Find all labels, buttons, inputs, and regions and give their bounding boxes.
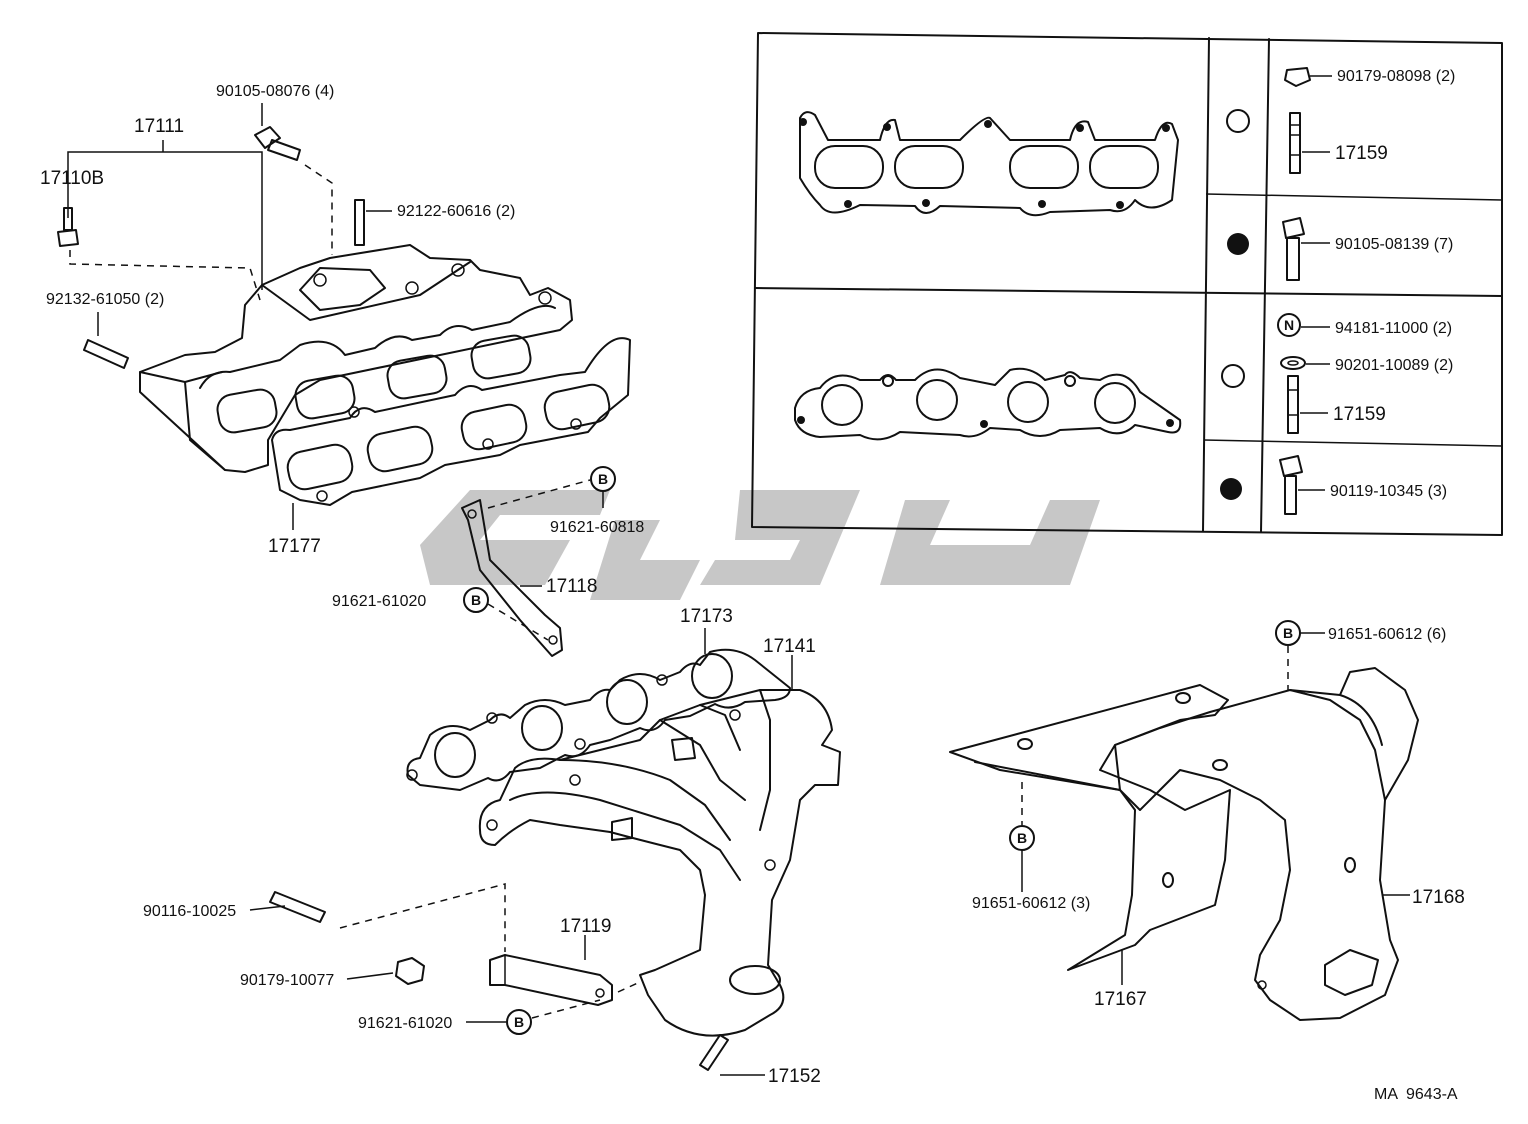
exhaust-gasket-drawing <box>794 367 1182 441</box>
exhaust-manifold-body <box>478 689 841 1037</box>
label-90105-08076: 90105-08076 (4) <box>216 83 334 100</box>
b-marker-text-2: B <box>471 592 481 608</box>
label-17118: 17118 <box>546 576 597 597</box>
stud-icon <box>1289 112 1301 174</box>
gasket-17177-drawing <box>271 337 631 506</box>
intake-gasket-drawing <box>799 111 1179 217</box>
b-marker-text-3: B <box>514 1014 524 1030</box>
marker-open-circle-1 <box>1226 109 1250 133</box>
bolt-icon-2 <box>1279 455 1303 515</box>
marker-filled-circle-2 <box>1220 478 1242 500</box>
bolt-90105-08076-icon <box>254 126 301 161</box>
legend-row-6-part: 90119-10345 (3) <box>1330 483 1447 500</box>
label-17111: 17111 <box>134 116 184 137</box>
b-marker-text-5: B <box>1017 830 1027 846</box>
insulator-17168-drawing <box>1114 667 1419 1021</box>
label-91621-61020-a: 91621-61020 <box>332 593 426 610</box>
stud-92132-61050-icon <box>83 339 129 369</box>
label-17167: 17167 <box>1094 989 1147 1010</box>
n-nut-marker: N <box>1277 313 1301 337</box>
stud-icon-2 <box>1287 375 1299 434</box>
label-91651-60612-6: 91651-60612 (6) <box>1328 626 1446 643</box>
marker-open-circle-2 <box>1221 364 1245 388</box>
legend-row-0-part: 90179-08098 (2) <box>1337 68 1455 85</box>
label-17141: 17141 <box>763 636 816 657</box>
label-90179-10077: 90179-10077 <box>240 972 334 989</box>
diagram-id: MA 9643-A <box>1374 1086 1458 1103</box>
label-91621-61020-b: 91621-61020 <box>358 1015 452 1032</box>
label-90116-10025: 90116-10025 <box>143 903 236 920</box>
label-17110B: 17110B <box>40 168 104 189</box>
intake-manifold-group: 17111 17110B 90105-08076 (4) 92122-60616… <box>40 83 631 557</box>
washer-icon <box>1280 356 1306 370</box>
legend-table: N 90179-08098 (2) 17159 90105-08139 (7) … <box>751 32 1503 536</box>
legend-row-3-part: 94181-11000 (2) <box>1335 320 1452 337</box>
legend-row-5-part: 17159 <box>1333 404 1386 425</box>
intake-manifold-body <box>139 244 573 473</box>
exhaust-manifold-group: 17173 17141 17152 <box>143 606 841 1087</box>
b-marker-text-4: B <box>1283 625 1293 641</box>
stud-90116-10025-icon <box>269 891 326 923</box>
label-92122-60616: 92122-60616 (2) <box>397 203 515 220</box>
watermark-logo <box>420 490 1100 600</box>
label-91651-60612-3: 91651-60612 (3) <box>972 895 1090 912</box>
stud-17152-icon <box>699 1034 729 1071</box>
stay-17119-drawing <box>489 954 613 1006</box>
label-92132-61050: 92132-61050 (2) <box>46 291 164 308</box>
marker-n-text: N <box>1284 317 1294 333</box>
gasket-17173-drawing <box>406 648 791 791</box>
marker-filled-circle-1 <box>1227 233 1249 255</box>
label-91621-60818: 91621-60818 <box>550 519 644 536</box>
label-17173: 17173 <box>680 606 733 627</box>
label-17177: 17177 <box>268 536 321 557</box>
label-17152: 17152 <box>768 1066 821 1087</box>
heat-insulator-group: B 91651-60612 (6) B 91651-60612 (3) 1716… <box>949 620 1465 1021</box>
legend-row-1-part: 17159 <box>1335 143 1388 164</box>
stud-92122-60616-icon <box>354 199 365 246</box>
label-17168: 17168 <box>1412 887 1465 908</box>
legend-row-4-part: 90201-10089 (2) <box>1335 357 1453 374</box>
nut-90179-10077-icon <box>395 957 425 985</box>
bolt-icon <box>1282 217 1305 281</box>
b-marker-text-1: B <box>598 471 608 487</box>
stay-17118-group: B 91621-60818 17118 91621-61020 B <box>332 466 644 657</box>
label-17119: 17119 <box>560 916 611 937</box>
insulator-17167-drawing <box>949 684 1231 971</box>
legend-row-2-part: 90105-08139 (7) <box>1335 236 1453 253</box>
nut-icon <box>1284 67 1311 87</box>
bolt-17110b-icon <box>57 207 79 247</box>
